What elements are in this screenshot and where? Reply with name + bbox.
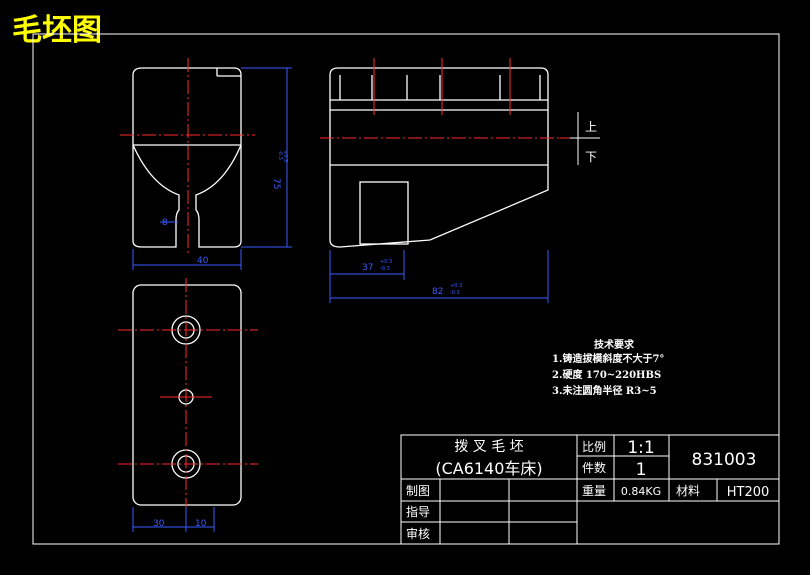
dim-side-lines bbox=[329, 250, 549, 303]
label-down: 下 bbox=[585, 150, 597, 164]
tech-notes-line-1: 1.铸造拔模斜度不大于7° bbox=[552, 352, 664, 365]
guide-label: 指导 bbox=[406, 504, 430, 519]
weight-label: 重量 bbox=[582, 484, 606, 498]
dim-82-tol-dn: -0.3 bbox=[450, 290, 460, 296]
dim-82-label: 82 bbox=[432, 287, 443, 297]
drawing-number: 831003 bbox=[692, 450, 757, 470]
title-block-grid bbox=[400, 434, 780, 545]
qty-label: 件数 bbox=[582, 460, 606, 475]
machine-name: (CA6140车床) bbox=[435, 459, 542, 478]
dim-40-label: 40 bbox=[197, 256, 209, 266]
label-up: 上 bbox=[585, 120, 597, 134]
dim-75-tol-dn: -0.3 bbox=[277, 150, 283, 160]
side-view bbox=[329, 67, 549, 248]
dim-75-tol-up: +0.3 bbox=[282, 150, 288, 162]
scale-label: 比例 bbox=[582, 440, 606, 454]
tech-notes-heading: 技术要求 bbox=[594, 338, 635, 351]
side-view-centerlines bbox=[320, 58, 600, 139]
side-view-window bbox=[359, 181, 409, 245]
front-view-centerlines bbox=[120, 58, 255, 255]
dim-top-lines bbox=[132, 507, 215, 532]
side-view-slots bbox=[339, 75, 541, 100]
part-name: 拨 叉 毛 坯 bbox=[454, 439, 523, 455]
scale-value: 1:1 bbox=[627, 438, 654, 458]
dim-37-tol-dn: -0.3 bbox=[380, 266, 390, 272]
dim-10-label: 10 bbox=[195, 519, 207, 529]
drawn-by-label: 制图 bbox=[406, 484, 430, 498]
material-value: HT200 bbox=[727, 485, 770, 500]
tech-notes-line-3: 3.未注圆角半径 R3~5 bbox=[552, 384, 657, 397]
tech-notes-line-2: 2.硬度 170~220HBS bbox=[552, 368, 661, 381]
dim-82-tol-up: +0.3 bbox=[450, 283, 462, 289]
section-marker bbox=[570, 112, 600, 165]
review-label: 审核 bbox=[406, 526, 430, 541]
weight-value: 0.84KG bbox=[621, 485, 661, 498]
dim-8-label: 8 bbox=[162, 218, 168, 228]
qty-value: 1 bbox=[636, 460, 647, 480]
dim-37-label: 37 bbox=[362, 263, 373, 273]
dim-75-label: 75 bbox=[271, 178, 281, 189]
top-view-centerlines bbox=[118, 278, 258, 512]
dim-75-lines bbox=[132, 67, 292, 270]
front-view bbox=[132, 67, 242, 248]
front-view-outline bbox=[132, 67, 242, 248]
drawing-title: 毛坯图 bbox=[12, 13, 102, 48]
material-label: 材料 bbox=[676, 484, 700, 498]
dim-37-tol-up: +0.3 bbox=[380, 259, 392, 265]
dim-30-label: 30 bbox=[153, 519, 165, 529]
top-view bbox=[132, 284, 242, 506]
top-view-outline bbox=[132, 284, 242, 506]
side-view-outline bbox=[329, 67, 549, 248]
